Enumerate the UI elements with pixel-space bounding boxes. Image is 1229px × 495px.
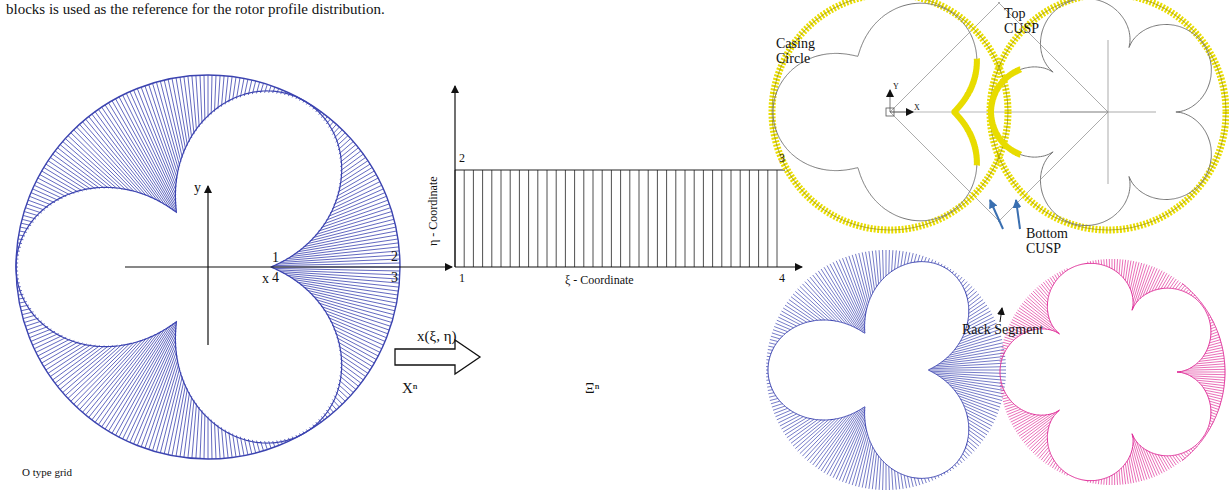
corner-number: 1 bbox=[459, 272, 465, 285]
local-x-axis bbox=[890, 112, 913, 113]
computational-domain-label: Ξⁿ bbox=[585, 380, 599, 397]
callout-label: Bottom CUSP bbox=[1026, 226, 1082, 257]
computational-grid bbox=[455, 170, 777, 267]
y-axis bbox=[207, 186, 208, 345]
female-grid-lines bbox=[1000, 259, 1226, 485]
grid-type-label: O type grid bbox=[22, 466, 72, 478]
construction-line bbox=[998, 2, 1108, 112]
corner-number: 4 bbox=[272, 270, 279, 285]
corner-number: 3 bbox=[391, 270, 398, 285]
male-rotor-outline bbox=[773, 3, 977, 221]
axis-label: Y bbox=[893, 83, 899, 92]
cusp-pointer bbox=[1016, 200, 1020, 229]
axis-title: ξ - Coordinate bbox=[565, 274, 634, 287]
physical-domain-label: Xⁿ bbox=[402, 380, 418, 397]
construction-line bbox=[890, 112, 1000, 222]
corner-number: 3 bbox=[779, 152, 785, 165]
callout-label: Rack Segment bbox=[962, 322, 1043, 337]
axis-label: x bbox=[262, 271, 269, 286]
female-axis bbox=[1060, 112, 1156, 113]
female-rotor-outline bbox=[991, 0, 1211, 226]
corner-number: 2 bbox=[459, 152, 465, 165]
leader-line bbox=[1000, 308, 1002, 322]
axis-label: y bbox=[194, 180, 201, 195]
corner-number: 1 bbox=[272, 250, 279, 265]
xi-axis bbox=[455, 266, 802, 267]
x-axis bbox=[125, 266, 452, 267]
rack-highlight bbox=[954, 59, 977, 165]
corner-number: 2 bbox=[391, 249, 398, 264]
male-rotor-profile bbox=[768, 262, 969, 479]
local-y-axis bbox=[890, 90, 891, 112]
cusp-pointer bbox=[990, 200, 1003, 229]
axis-label: X bbox=[914, 104, 920, 113]
construction-line bbox=[890, 2, 1000, 112]
callout-label: Casing Circle bbox=[776, 36, 830, 67]
construction-line bbox=[998, 112, 1108, 222]
mapping-function: x(ξ, η) bbox=[417, 328, 457, 345]
caption-fragment: blocks is used as the reference for the … bbox=[6, 1, 385, 18]
female-casing-arc bbox=[1182, 284, 1225, 461]
eta-axis bbox=[454, 86, 455, 267]
corner-number: 4 bbox=[779, 272, 785, 285]
casing-circle-highlight bbox=[772, 0, 1008, 230]
grid-top-edge bbox=[455, 170, 785, 171]
rack-highlight bbox=[991, 70, 1020, 155]
casing-circle-highlight bbox=[990, 0, 1226, 230]
callout-label: Top CUSP bbox=[1004, 6, 1048, 37]
mapping-arrow bbox=[395, 340, 480, 374]
male-grid-lines bbox=[766, 250, 1006, 490]
axis-title: η - Coordinate bbox=[427, 176, 440, 246]
casing-circle bbox=[990, 0, 1226, 230]
female-rotor-profile bbox=[1000, 263, 1211, 480]
casing-circle bbox=[772, 0, 1008, 230]
